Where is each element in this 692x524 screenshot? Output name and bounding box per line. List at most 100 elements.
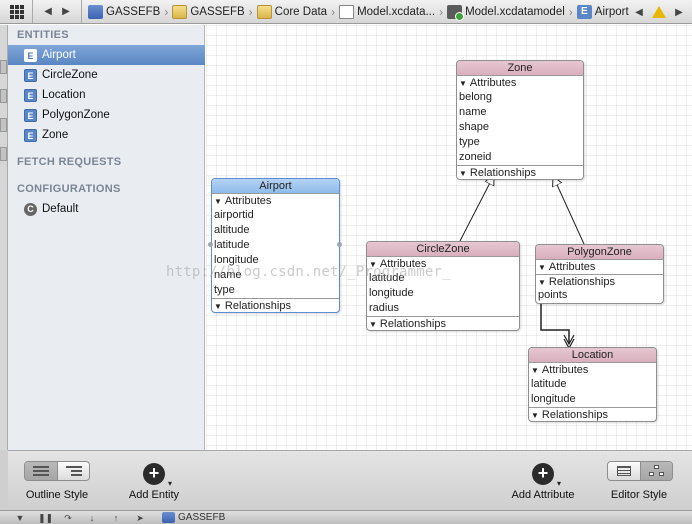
- attribute-row[interactable]: longitude: [531, 393, 576, 405]
- add-entity-button[interactable]: +: [143, 463, 172, 488]
- attribute-row[interactable]: latitude: [214, 239, 250, 251]
- attributes-section[interactable]: ▼Attributes: [529, 363, 656, 377]
- gutter-tab[interactable]: [0, 89, 7, 103]
- disclosure-triangle-icon[interactable]: ▼: [538, 263, 546, 272]
- diagram-canvas[interactable]: Zone ▼Attributes belong name shape type …: [206, 25, 692, 450]
- outline-flat-button[interactable]: [25, 462, 57, 480]
- folder-icon: [172, 4, 188, 19]
- entity-icon: E: [24, 108, 37, 122]
- attribute-row[interactable]: belong: [459, 91, 493, 103]
- back-arrow-icon[interactable]: ◀: [44, 6, 52, 17]
- disclosure-triangle-icon[interactable]: ▼: [369, 260, 377, 269]
- section-label: Attributes: [469, 77, 517, 89]
- attribute-row[interactable]: zoneid: [459, 151, 492, 163]
- previous-issue-icon[interactable]: ◀: [635, 6, 643, 18]
- entity-circlezone[interactable]: CircleZone ▼Attributes latitude longitud…: [366, 241, 520, 331]
- gutter-tab[interactable]: [0, 147, 7, 161]
- entity-airport[interactable]: Airport ▼Attributes airportid altitude l…: [211, 178, 340, 313]
- breadcrumb-model-bundle[interactable]: Model.xcdata...›: [339, 0, 447, 23]
- gutter-tab[interactable]: [0, 118, 7, 132]
- list-icon: [33, 466, 49, 476]
- project-icon: [162, 512, 175, 523]
- breadcrumb-project[interactable]: GASSEFB›: [88, 0, 172, 23]
- attribute-row[interactable]: latitude: [531, 378, 567, 390]
- warning-icon[interactable]: [652, 6, 666, 18]
- entity-polygonzone[interactable]: PolygonZone ▼Attributes ▼Relationships p…: [535, 244, 664, 304]
- breadcrumb-core-data[interactable]: Core Data›: [256, 0, 339, 23]
- editor-style-segmented[interactable]: [607, 461, 673, 481]
- attribute-row[interactable]: airportid: [214, 209, 254, 221]
- attribute-row[interactable]: longitude: [214, 254, 259, 266]
- editor-bottom-bar: Outline Style + Add Entity + Add Attribu…: [8, 450, 692, 510]
- inheritance-line-polygonzone: [553, 176, 585, 245]
- breadcrumb-label: GASSEFB: [190, 5, 245, 18]
- attributes-section[interactable]: ▼Attributes: [212, 194, 339, 208]
- attribute-row[interactable]: longitude: [369, 287, 414, 299]
- hide-debug-area-icon[interactable]: ▼: [15, 512, 25, 523]
- attributes-section[interactable]: ▼Attributes: [367, 257, 519, 271]
- hierarchy-list-icon: [65, 466, 82, 476]
- disclosure-triangle-icon[interactable]: ▼: [214, 197, 222, 206]
- attributes-section[interactable]: ▼Attributes: [457, 76, 583, 90]
- disclosure-triangle-icon[interactable]: ▼: [459, 79, 467, 88]
- breadcrumb-group[interactable]: GASSEFB›: [172, 0, 256, 23]
- attribute-row[interactable]: type: [459, 136, 480, 148]
- entity-title: CircleZone: [367, 242, 519, 257]
- add-entity-label: Add Entity: [128, 489, 180, 501]
- attribute-row[interactable]: type: [214, 284, 235, 296]
- attribute-row[interactable]: name: [214, 269, 242, 281]
- configuration-icon: C: [24, 202, 37, 216]
- pause-icon[interactable]: ❚❚: [38, 512, 54, 523]
- attribute-row[interactable]: altitude: [214, 224, 250, 236]
- section-label: Attributes: [224, 195, 272, 207]
- related-items-icon[interactable]: [8, 3, 26, 21]
- location-icon[interactable]: ➤: [136, 512, 144, 523]
- attribute-row[interactable]: latitude: [369, 272, 405, 284]
- project-icon: [88, 4, 103, 19]
- step-over-icon[interactable]: ↷: [64, 512, 72, 523]
- disclosure-triangle-icon[interactable]: ▼: [531, 411, 539, 420]
- relationship-row[interactable]: points: [538, 289, 568, 301]
- editor-table-button[interactable]: [608, 462, 640, 480]
- attribute-row[interactable]: shape: [459, 121, 489, 133]
- step-into-icon[interactable]: ↓: [89, 512, 95, 523]
- relationships-section[interactable]: ▼Relationships: [536, 274, 663, 288]
- navigator-gutter: [0, 25, 8, 450]
- entity-zone[interactable]: Zone ▼Attributes belong name shape type …: [456, 60, 584, 180]
- editor-graph-button[interactable]: [640, 462, 672, 480]
- debug-target[interactable]: GASSEFB: [162, 512, 225, 523]
- resize-handle-right[interactable]: [337, 242, 342, 247]
- relationships-section[interactable]: ▼Relationships: [212, 298, 339, 312]
- attribute-row[interactable]: name: [459, 106, 487, 118]
- jump-bar-divider: [32, 0, 33, 23]
- forward-arrow-icon[interactable]: ▶: [62, 6, 70, 17]
- attributes-section[interactable]: ▼Attributes: [536, 260, 663, 274]
- relationships-section[interactable]: ▼Relationships: [529, 407, 656, 421]
- attribute-row[interactable]: radius: [369, 302, 399, 314]
- entity-title: Zone: [457, 61, 583, 76]
- disclosure-triangle-icon[interactable]: ▼: [214, 302, 222, 311]
- resize-handle-left[interactable]: [208, 242, 213, 247]
- next-issue-icon[interactable]: ▶: [675, 6, 683, 18]
- breadcrumb-model[interactable]: Model.xcdatamodel›: [447, 0, 577, 23]
- relationships-section[interactable]: ▼Relationships: [457, 165, 583, 179]
- disclosure-triangle-icon[interactable]: ▼: [531, 366, 539, 375]
- disclosure-triangle-icon[interactable]: ▼: [538, 278, 546, 287]
- add-attribute-button[interactable]: +: [532, 463, 561, 488]
- entity-location[interactable]: Location ▼Attributes latitude longitude …: [528, 347, 657, 422]
- outline-hierarchy-button[interactable]: [57, 462, 89, 480]
- relationships-section[interactable]: ▼Relationships: [367, 316, 519, 330]
- step-out-icon[interactable]: ↑: [113, 512, 119, 523]
- gutter-tab[interactable]: [0, 60, 7, 74]
- disclosure-triangle-icon[interactable]: ▼: [459, 169, 467, 178]
- outline-style-segmented[interactable]: [24, 461, 90, 481]
- disclosure-triangle-icon[interactable]: ▼: [369, 320, 377, 329]
